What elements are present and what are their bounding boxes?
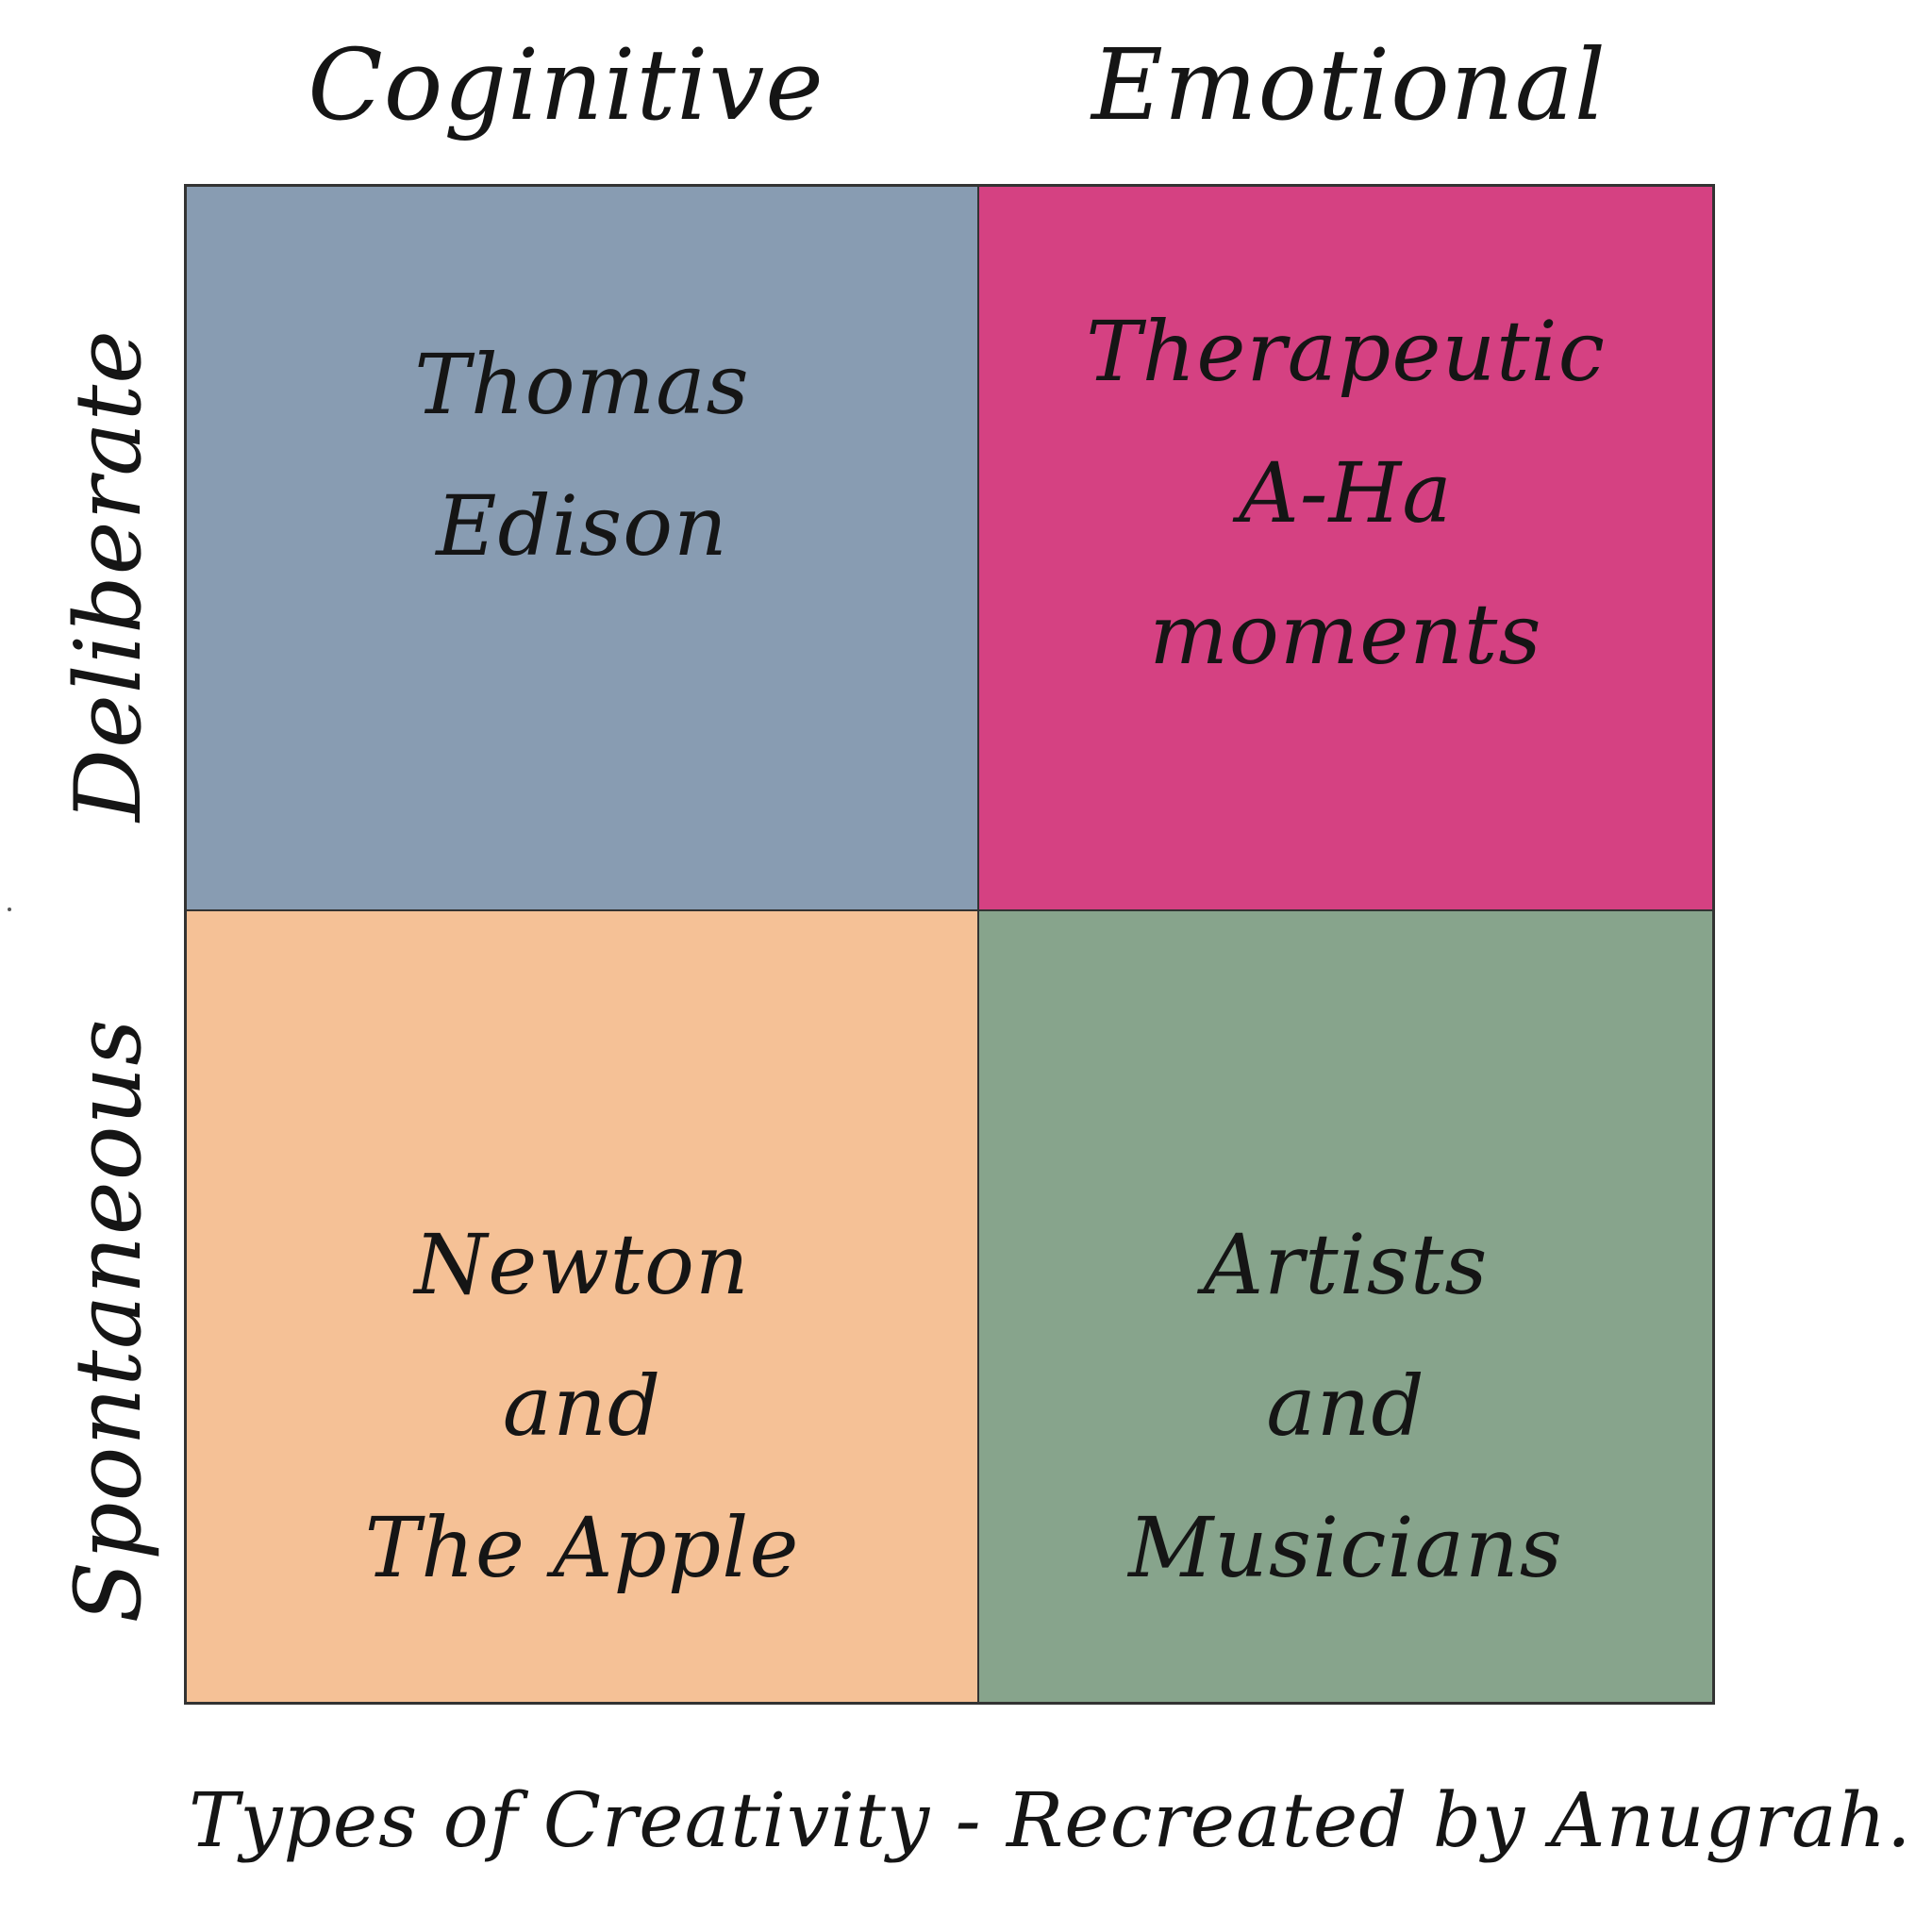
quadrant-emotional-deliberate: Therapeutic A-Ha moments xyxy=(979,187,1712,911)
quadrant-line: Newton xyxy=(414,1216,750,1313)
quadrant-cognitive-deliberate: Thomas Edison xyxy=(187,187,979,911)
stray-dot xyxy=(8,908,11,911)
quadrant-line: and xyxy=(502,1357,662,1455)
quadrant-line: Thomas xyxy=(414,336,750,433)
column-header-emotional: Emotional xyxy=(1091,27,1607,142)
row-header-deliberate: Deliberate xyxy=(56,329,161,822)
quadrant-line: A-Ha xyxy=(1239,444,1453,541)
quadrant-line: moments xyxy=(1149,586,1542,683)
column-header-cognitive: Coginitive xyxy=(308,27,824,142)
quadrant-line: The Apple xyxy=(364,1499,800,1596)
quadrant-emotional-spontaneous: Artists and Musicians xyxy=(979,911,1712,1702)
caption: Types of Creativity - Recreated by Anugr… xyxy=(189,1776,1912,1864)
quadrant-cognitive-spontaneous: Newton and The Apple xyxy=(187,911,979,1702)
row-header-spontaneous: Spontaneous xyxy=(56,1018,161,1624)
quadrant-line: Artists xyxy=(1203,1216,1489,1313)
quadrant-line: Edison xyxy=(436,477,728,575)
quadrant-line: Therapeutic xyxy=(1086,303,1606,400)
quadrant-grid: Thomas Edison Therapeutic A-Ha moments N… xyxy=(184,184,1715,1705)
quadrant-line: and xyxy=(1266,1357,1425,1455)
quadrant-line: Musicians xyxy=(1128,1499,1563,1596)
